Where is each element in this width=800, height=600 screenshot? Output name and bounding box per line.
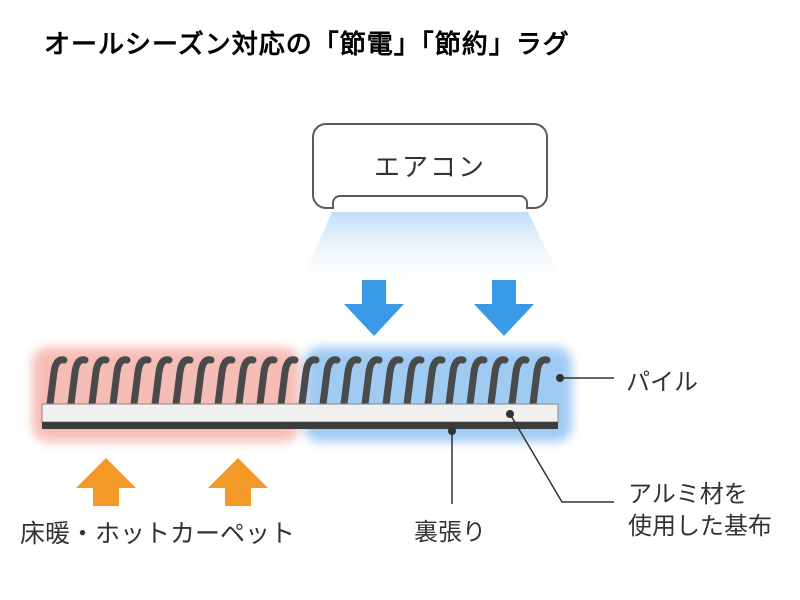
aluminum-base-fabric	[41, 403, 559, 423]
aluminum-label-line1: アルミ材を	[628, 480, 748, 508]
page-title: オールシーズン対応の「節電」「節約」ラグ	[44, 30, 570, 60]
pile-strand	[235, 356, 257, 408]
pile-strand	[424, 356, 446, 408]
up-arrow-icon	[208, 458, 268, 506]
pile-strand	[172, 356, 194, 408]
pile-strand	[151, 356, 173, 408]
pile-strand	[298, 356, 320, 408]
cool-airflow	[298, 212, 566, 290]
floor-heating-label: 床暖・ホットカーペット	[20, 519, 296, 548]
pile-strand	[256, 356, 278, 408]
pile-strand	[277, 356, 299, 408]
aluminum-label-line2: 使用した基布	[628, 512, 772, 540]
down-arrow-icon	[474, 280, 534, 336]
pile-strand	[88, 356, 110, 408]
air-conditioner: エアコン	[312, 123, 548, 209]
pile-strand	[46, 356, 68, 408]
pile-strands	[46, 356, 551, 408]
pile-label: パイル	[626, 368, 698, 396]
backing-label: 裏張り	[414, 518, 486, 546]
pile-strand	[193, 356, 215, 408]
pile-strand	[445, 356, 467, 408]
pile-strand	[109, 356, 131, 408]
pile-strand	[382, 356, 404, 408]
down-arrow-icon	[344, 280, 404, 336]
pile-strand	[340, 356, 362, 408]
aircon-vent	[332, 195, 528, 209]
pile-strand	[466, 356, 488, 408]
pile-leader-dot	[556, 374, 564, 382]
pile-strand	[487, 356, 509, 408]
aircon-label: エアコン	[373, 153, 486, 183]
pile-strand	[319, 356, 341, 408]
pile-strand	[361, 356, 383, 408]
backing-layer	[42, 422, 558, 429]
pile-strand	[214, 356, 236, 408]
pile-strand	[508, 356, 530, 408]
pile-strand	[67, 356, 89, 408]
pile-strand	[529, 356, 551, 408]
up-arrow-icon	[76, 458, 136, 506]
aluminum-leader-line	[509, 413, 614, 503]
pile-strand	[403, 356, 425, 408]
pile-strand	[130, 356, 152, 408]
